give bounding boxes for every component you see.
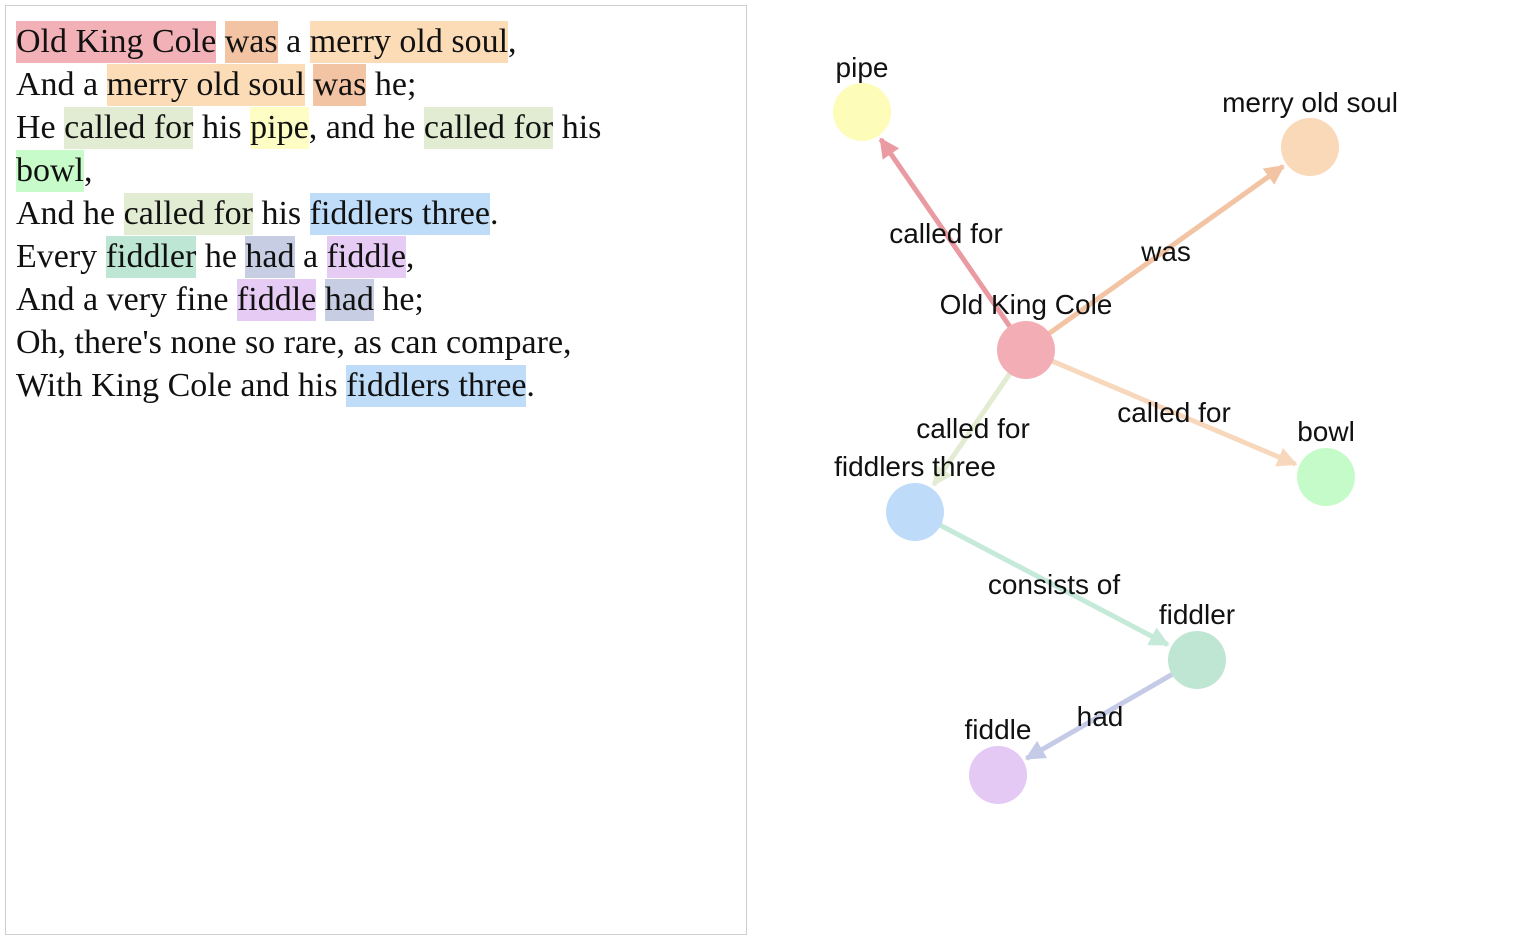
highlight-fiddle[interactable]: fiddle <box>236 279 317 321</box>
highlight-had[interactable]: had <box>245 236 295 278</box>
poem-text-segment: . <box>489 195 499 232</box>
highlight-pipe[interactable]: pipe <box>250 107 309 149</box>
node-fiddler[interactable] <box>1168 631 1226 689</box>
poem-line: And he called for his fiddlers three. <box>16 192 736 235</box>
highlight-fiddle[interactable]: fiddle <box>326 236 406 278</box>
knowledge-graph[interactable]: called for was called for called for consist… <box>760 0 1536 926</box>
poem-line: And a merry old soul was he; <box>16 63 736 106</box>
poem-line: Oh, there's none so rare, as can compare… <box>16 321 736 364</box>
poem-text-segment: And he <box>16 195 124 232</box>
poem-text-segment: Every <box>16 238 106 275</box>
poem-text-segment: And a very fine <box>16 281 237 318</box>
edge-fiddlers-three-to-fiddler[interactable] <box>936 521 1170 647</box>
poem-line: Old King Cole was a merry old soul, <box>16 20 736 63</box>
edge-old-king-cole-to-merry-old-soul[interactable] <box>1045 164 1285 337</box>
edge-label-e-fiddler: consists of <box>988 569 1120 600</box>
edge-label-e-soul: was <box>1140 236 1191 267</box>
node-label-merry-old-soul: merry old soul <box>1222 87 1398 118</box>
edge-old-king-cole-to-pipe[interactable] <box>878 137 1014 330</box>
poem-text-segment: he <box>196 238 246 275</box>
node-label-old-king-cole: Old King Cole <box>940 289 1113 320</box>
poem-text-segment <box>316 281 325 318</box>
node-old-king-cole[interactable] <box>997 321 1055 379</box>
poem-text-segment: his <box>193 109 251 146</box>
edge-label-e-pipe: called for <box>889 218 1003 249</box>
poem-text-segment: , <box>84 152 93 189</box>
text-panel: Old King Cole was a merry old soul,And a… <box>5 5 747 935</box>
poem-line: Every fiddler he had a fiddle, <box>16 235 736 278</box>
highlight-fiddlers-three[interactable]: fiddlers three <box>309 193 490 235</box>
poem-text-segment: , <box>405 238 415 275</box>
highlight-had[interactable]: had <box>324 279 374 321</box>
highlight-fiddlers-three[interactable]: fiddlers three <box>346 365 527 407</box>
node-layer <box>833 83 1355 804</box>
highlight-old-king-cole[interactable]: Old King Cole <box>16 21 217 63</box>
highlight-called-for[interactable]: called for <box>64 107 194 149</box>
edge-label-e-fiddlers: called for <box>916 413 1030 444</box>
poem-line: With King Cole and his fiddlers three. <box>16 364 736 407</box>
highlight-bowl[interactable]: bowl <box>16 150 84 192</box>
edge-old-king-cole-to-bowl[interactable] <box>1049 357 1298 467</box>
poem-text-segment: his <box>553 109 602 146</box>
poem-line: bowl, <box>16 149 736 192</box>
poem-text-segment: a <box>294 238 327 275</box>
poem-text-segment: , and he <box>308 109 424 146</box>
poem-text-segment: a <box>277 23 310 60</box>
poem-text-segment: And a <box>16 66 107 103</box>
poem-text-segment: Oh, there's none so rare, as can compare… <box>16 324 572 361</box>
highlight-merry-old-soul[interactable]: merry old soul <box>106 64 305 106</box>
poem-text-segment: , <box>508 23 517 60</box>
node-label-bowl: bowl <box>1297 416 1355 447</box>
poem-text-segment: He <box>16 109 65 146</box>
poem-text-segment: With King Cole and his <box>16 367 347 404</box>
node-pipe[interactable] <box>833 83 891 141</box>
poem-text-segment: his <box>252 195 310 232</box>
highlight-merry-old-soul[interactable]: merry old soul <box>309 21 509 63</box>
poem-line: He called for his pipe, and he called fo… <box>16 106 736 149</box>
node-fiddle[interactable] <box>969 746 1027 804</box>
poem-text-segment: he; <box>366 66 417 103</box>
edge-old-king-cole-to-fiddlers-three[interactable] <box>931 370 1014 487</box>
node-bowl[interactable] <box>1297 448 1355 506</box>
poem-text: Old King Cole was a merry old soul,And a… <box>16 20 736 407</box>
poem-text-segment: he; <box>373 281 424 318</box>
edge-label-e-fiddle: had <box>1077 701 1124 732</box>
highlight-called-for[interactable]: called for <box>123 193 253 235</box>
label-layer: called for was called for called for consist… <box>834 52 1398 745</box>
node-label-fiddle: fiddle <box>965 714 1032 745</box>
node-label-fiddler: fiddler <box>1159 599 1235 630</box>
edge-label-e-bowl: called for <box>1117 397 1231 428</box>
edge-fiddler-to-fiddle[interactable] <box>1024 670 1176 761</box>
node-merry-old-soul[interactable] <box>1281 118 1339 176</box>
highlight-fiddler[interactable]: fiddler <box>105 236 197 278</box>
poem-text-segment: . <box>526 367 535 404</box>
poem-line: And a very fine fiddle had he; <box>16 278 736 321</box>
highlight-called-for[interactable]: called for <box>423 107 554 149</box>
highlight-was[interactable]: was <box>224 21 278 63</box>
highlight-was[interactable]: was <box>313 64 367 106</box>
node-label-pipe: pipe <box>836 52 889 83</box>
node-fiddlers-three[interactable] <box>886 483 944 541</box>
edge-layer <box>878 137 1298 761</box>
node-label-fiddlers-three: fiddlers three <box>834 451 996 482</box>
poem-text-segment <box>216 23 225 60</box>
